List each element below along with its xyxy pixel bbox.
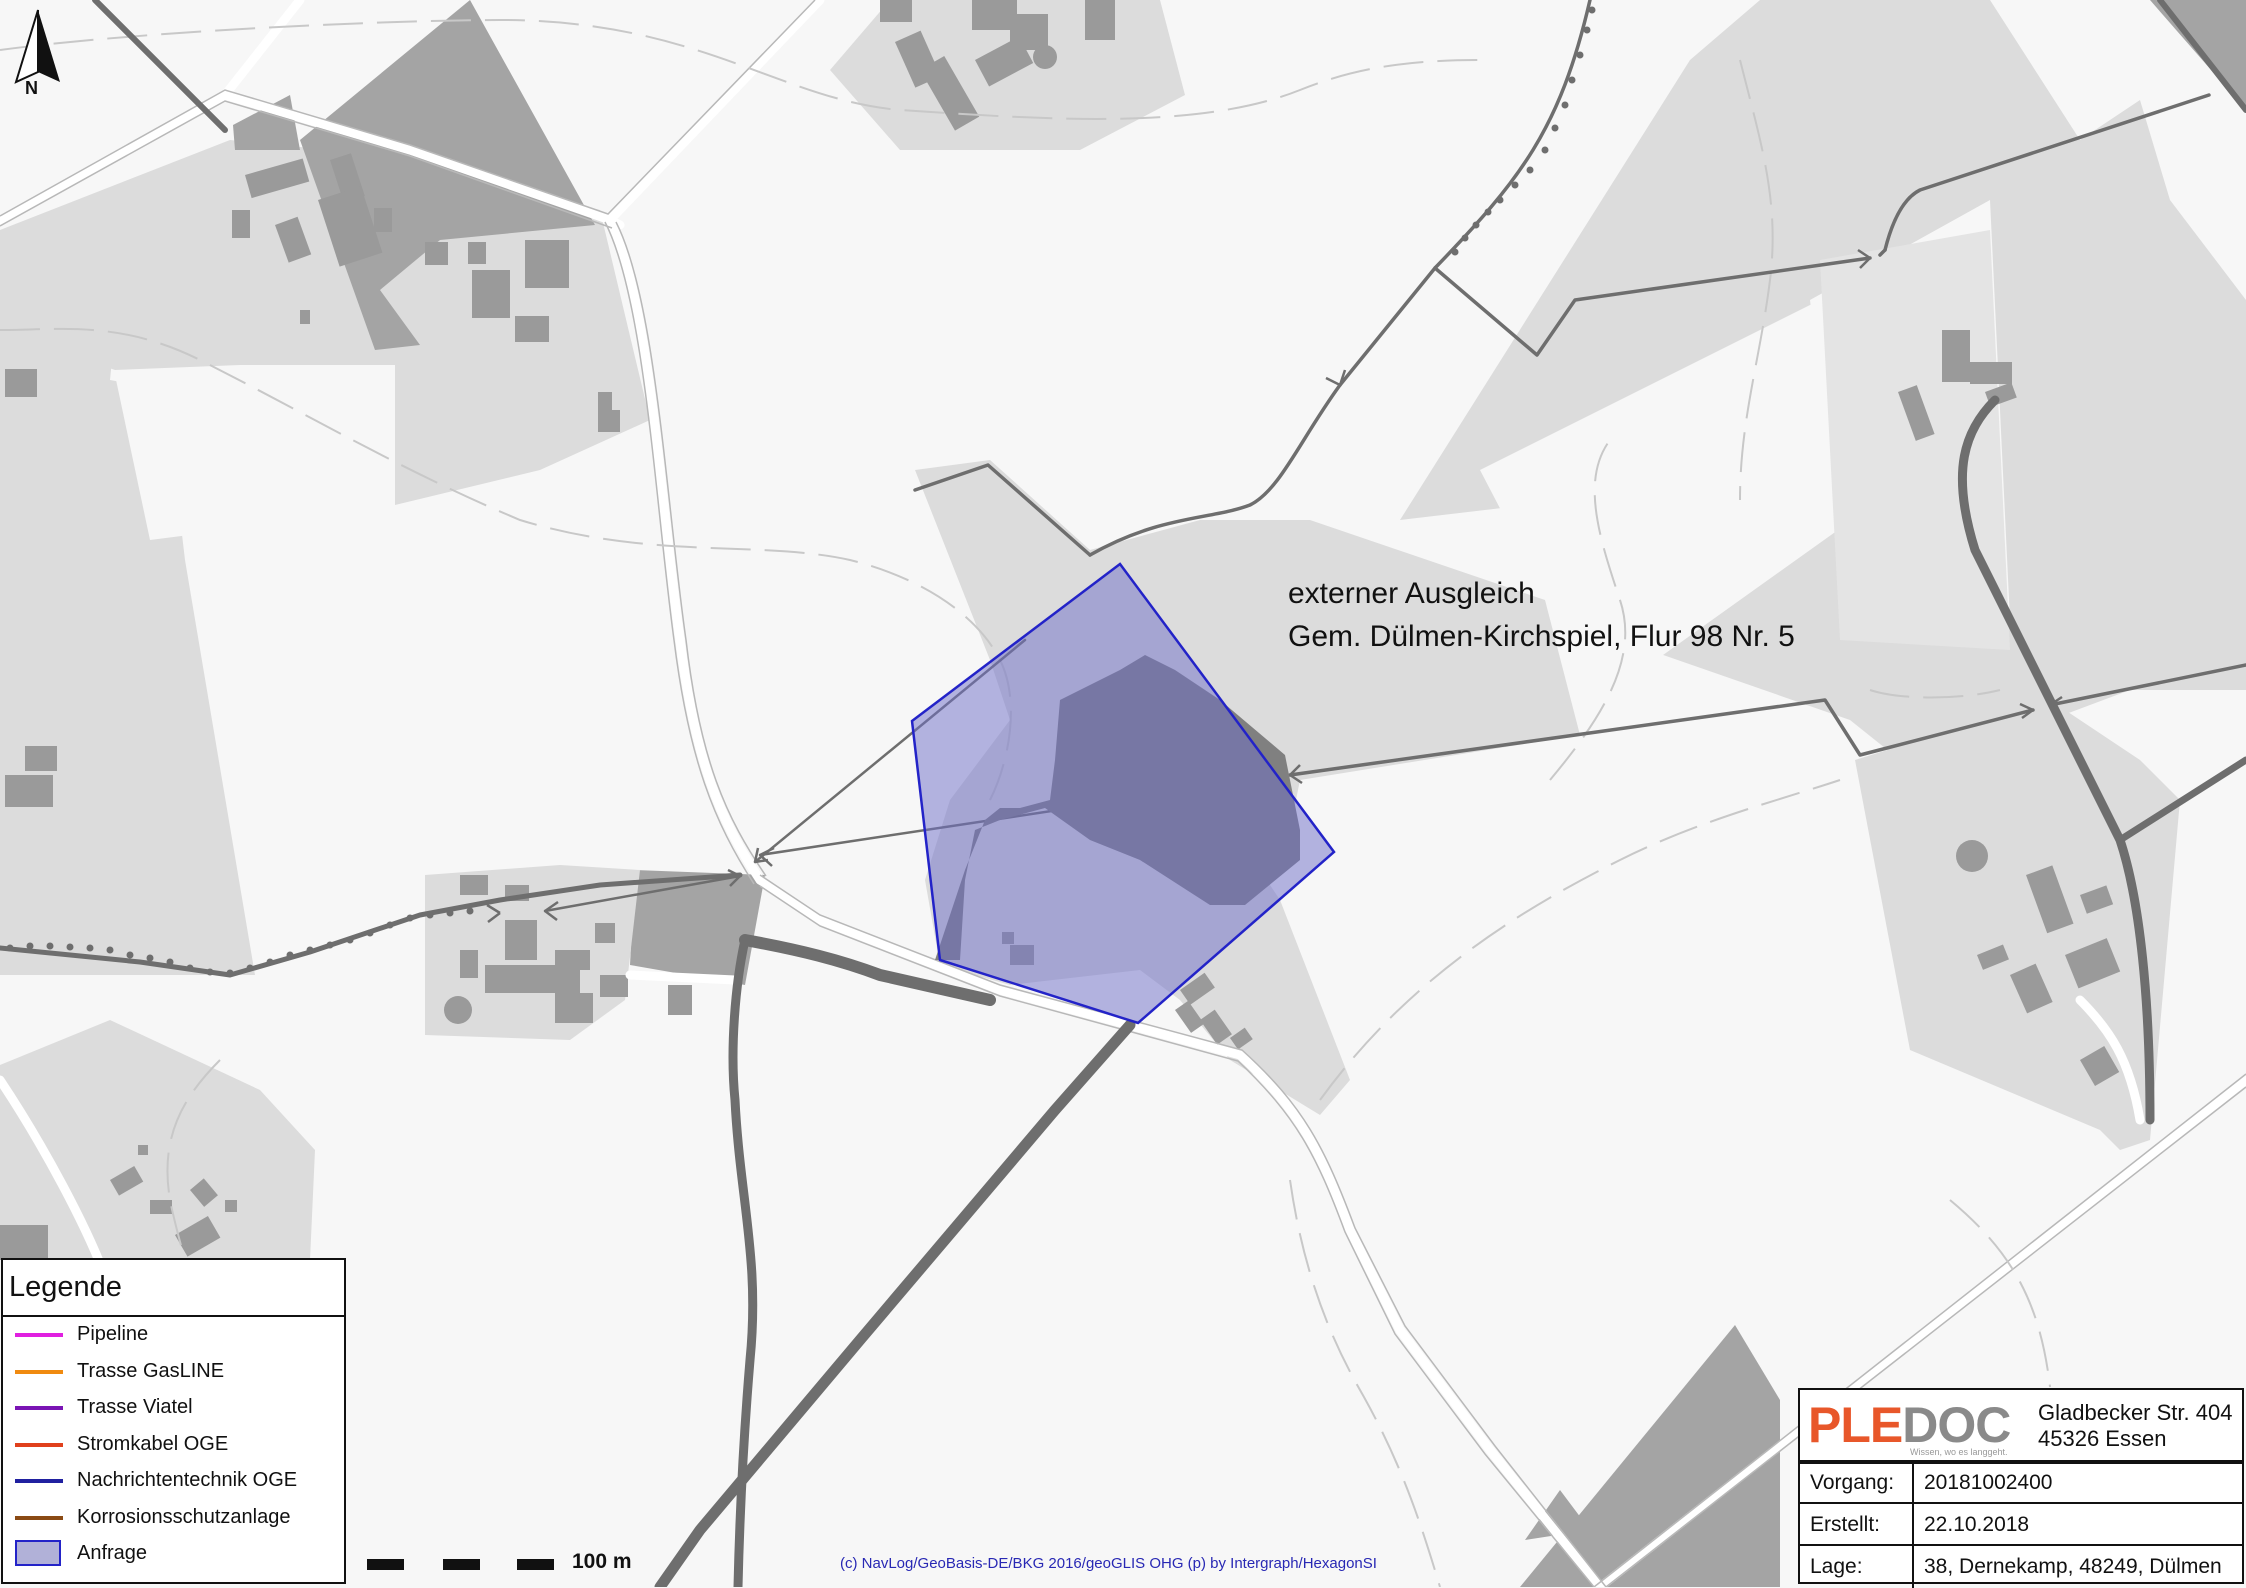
title-block-header: PLEDOC Wissen, wo es langgeht. Gladbecke… [1800,1390,2242,1464]
row-key: Vorgang: [1810,1471,1895,1494]
legend-item-label: Pipeline [77,1323,149,1345]
pipeline-line-icon [15,1333,63,1337]
legend-item-korrosionsschutz: Korrosionsschutzanlage [3,1500,344,1537]
legend-item-anfrage: Anfrage [3,1536,344,1573]
legend-item-viatel: Trasse Viatel [3,1390,344,1427]
white-field [115,365,390,540]
legend-item-gasline: Trasse GasLINE [3,1354,344,1391]
row-separator [1912,1504,1914,1546]
scale-segment [517,1559,554,1570]
scale-segment [443,1559,480,1570]
row-value: 20181002400 [1924,1471,2053,1494]
logo-tagline: Wissen, wo es langgeht. [1910,1447,2008,1457]
gasline-line-icon [15,1369,63,1374]
southwest-farm [0,1020,315,1260]
row-value: 22.10.2018 [1924,1513,2030,1536]
logo-right: DOC [1902,1397,2011,1453]
scale-label: 100 m [572,1550,632,1573]
legend-item-label: Trasse Viatel [77,1396,193,1418]
legend-item-label: Stromkabel OGE [77,1432,229,1455]
annotation-line-2: Gem. Dülmen-Kirchspiel, Flur 98 Nr. 5 [1288,620,1795,653]
row-value: 38, Dernekamp, 48249, Dülmen [1924,1555,2222,1578]
southeast-forest [1520,1325,1780,1587]
row-key: Lage: [1810,1555,1863,1578]
row-key: Erstellt: [1810,1513,1881,1536]
copyright-notice: (c) NavLog/GeoBasis-DE/BKG 2016/geoGLIS … [840,1555,1377,1572]
query-area[interactable] [910,562,1336,1025]
title-row-vorgang: Vorgang: 20181002400 [1800,1460,2242,1504]
legend-item-label: Nachrichtentechnik OGE [77,1469,298,1491]
pledoc-logo: PLEDOC [1808,1396,2011,1454]
southeast-small-forest [1525,1490,1590,1540]
address-city: 45326 Essen [2038,1426,2167,1451]
title-block: PLEDOC Wissen, wo es langgeht. Gladbecke… [1798,1388,2244,1588]
legend-title: Legende [3,1260,344,1317]
farm-dark [300,0,595,350]
center-dark [630,870,765,985]
annotation-line-1: externer Ausgleich [1288,577,1535,610]
legend-item-label: Trasse GasLINE [77,1359,225,1382]
northeast-white [1480,290,1880,700]
southeast-farm [1855,700,2180,1150]
arrow-heads [486,248,2063,923]
north-label: N [25,78,38,98]
stromkabel-line-icon [15,1442,63,1447]
row-separator [1912,1546,1914,1588]
logo-left: PLE [1808,1397,1903,1453]
field-area [0,330,255,975]
title-row-lage: Lage: 38, Dernekamp, 48249, Dülmen [1800,1544,2242,1588]
east-farm [1820,230,2010,650]
nachrichtentechnik-line-icon [15,1479,63,1483]
korrosionsschutz-line-icon [15,1515,63,1520]
title-row-erstellt: Erstellt: 22.10.2018 [1800,1502,2242,1546]
company-address: Gladbecker Str. 404 45326 Essen [2038,1400,2232,1452]
boundary-dots [6,6,1596,977]
legend-item-pipeline: Pipeline [3,1317,344,1354]
anfrage-area-icon [15,1540,61,1566]
legend-item-stromkabel: Stromkabel OGE [3,1427,344,1464]
area-annotation: externer Ausgleich Gem. Dülmen-Kirchspie… [1288,572,1795,658]
row-separator [1912,1462,1914,1504]
scale-segment [367,1559,404,1570]
viatel-line-icon [15,1406,63,1410]
address-street: Gladbecker Str. 404 [2038,1400,2233,1425]
north-arrow-icon [14,9,60,84]
legend-item-label: Anfrage [77,1542,148,1564]
legend-item-nachrichtentechnik: Nachrichtentechnik OGE [3,1463,344,1500]
legend-item-label: Korrosionsschutzanlage [77,1505,291,1528]
legend-panel: Legende Pipeline Trasse GasLINE Trasse V… [1,1258,346,1584]
